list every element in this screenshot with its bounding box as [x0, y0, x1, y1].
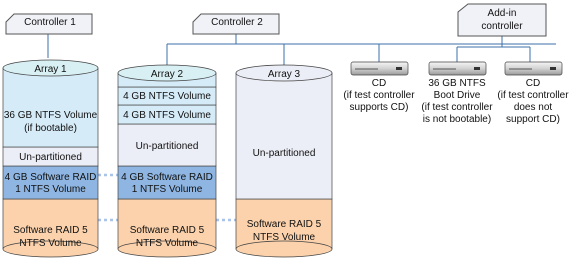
cd-drive-label-line2: (if test controller: [343, 90, 415, 101]
array-1-raid5-line2: NTFS Volume: [19, 238, 82, 249]
connector-lines: [47, 33, 556, 65]
add-in-cd-drive-label-line4: support CD): [506, 114, 560, 125]
array-2-title: Array 2: [151, 69, 184, 80]
add-in-cd-drive-label-line3: does not: [514, 102, 553, 113]
controller-1: Controller 1: [5, 13, 93, 35]
array-1-unpartitioned-label: Un-partitioned: [19, 152, 82, 163]
add-in-cd-drive-icon: [504, 61, 563, 76]
array-1: [2, 59, 99, 258]
array-3-title: Array 3: [268, 69, 301, 80]
array-1-raid1-line1: 4 GB Software RAID: [5, 172, 97, 183]
array-3-raid5-line2: NTFS Volume: [253, 232, 316, 243]
array-1-volume-line2: (if bootable): [24, 123, 77, 134]
boot-drive-label: 36 GB NTFS Boot Drive (if test controlle…: [421, 78, 493, 125]
array-3: [235, 64, 333, 258]
cd-drive-label-line3: supports CD): [350, 102, 409, 113]
array-2: [117, 64, 217, 258]
array-2-raid1-segment: [117, 165, 217, 200]
add-in-controller-label-line2: controller: [481, 21, 523, 32]
controller-1-label: Controller 1: [24, 17, 76, 28]
array-1-title: Array 1: [34, 64, 67, 75]
array-1-raid1-line2: 1 NTFS Volume: [15, 184, 86, 195]
array-1-raid1-segment: [2, 165, 99, 200]
array-2-unpartitioned-segment: [117, 123, 217, 167]
boot-drive-label-line1: 36 GB NTFS: [428, 78, 486, 89]
controller-2: Controller 2: [192, 13, 280, 35]
array-1-raid5-line1: Software RAID 5: [13, 225, 88, 236]
array-1-volume-segment: [2, 67, 99, 148]
boot-drive-icon: [428, 61, 487, 76]
array-3-unpartitioned-segment: [235, 72, 333, 200]
array-2-raid1-line2: 1 NTFS Volume: [132, 184, 203, 195]
array-3-raid5-line1: Software RAID 5: [247, 219, 322, 230]
array-2-raid5-line2: NTFS Volume: [136, 238, 199, 249]
array-2-unpartitioned-label: Un-partitioned: [136, 141, 199, 152]
add-in-controller: Add-in controller: [457, 3, 547, 37]
array-3-unpartitioned-label: Un-partitioned: [253, 148, 316, 159]
array-2-volume-1-label: 4 GB NTFS Volume: [123, 91, 211, 102]
array-2-volume-2-label: 4 GB NTFS Volume: [123, 110, 211, 121]
cd-drive-icon: [350, 61, 409, 76]
cd-drive-label: CD (if test controller supports CD): [343, 78, 415, 113]
cd-drive-label-line1: CD: [372, 78, 386, 89]
array-2-raid5-line1: Software RAID 5: [130, 225, 205, 236]
add-in-cd-drive-label-line1: CD: [526, 78, 540, 89]
add-in-cd-drive-label-line2: (if test controller: [497, 90, 569, 101]
add-in-controller-label-line1: Add-in: [488, 8, 517, 19]
add-in-cd-drive-label: CD (if test controller does not support …: [497, 78, 569, 125]
boot-drive-label-line2: Boot Drive: [434, 90, 481, 101]
controller-2-label: Controller 2: [211, 17, 263, 28]
boot-drive-label-line3: (if test controller: [421, 102, 493, 113]
array-1-volume-line1: 36 GB NTFS Volume: [4, 110, 98, 121]
array-2-raid1-line1: 4 GB Software RAID: [121, 172, 213, 183]
boot-drive-label-line4: is not bootable): [423, 114, 491, 125]
